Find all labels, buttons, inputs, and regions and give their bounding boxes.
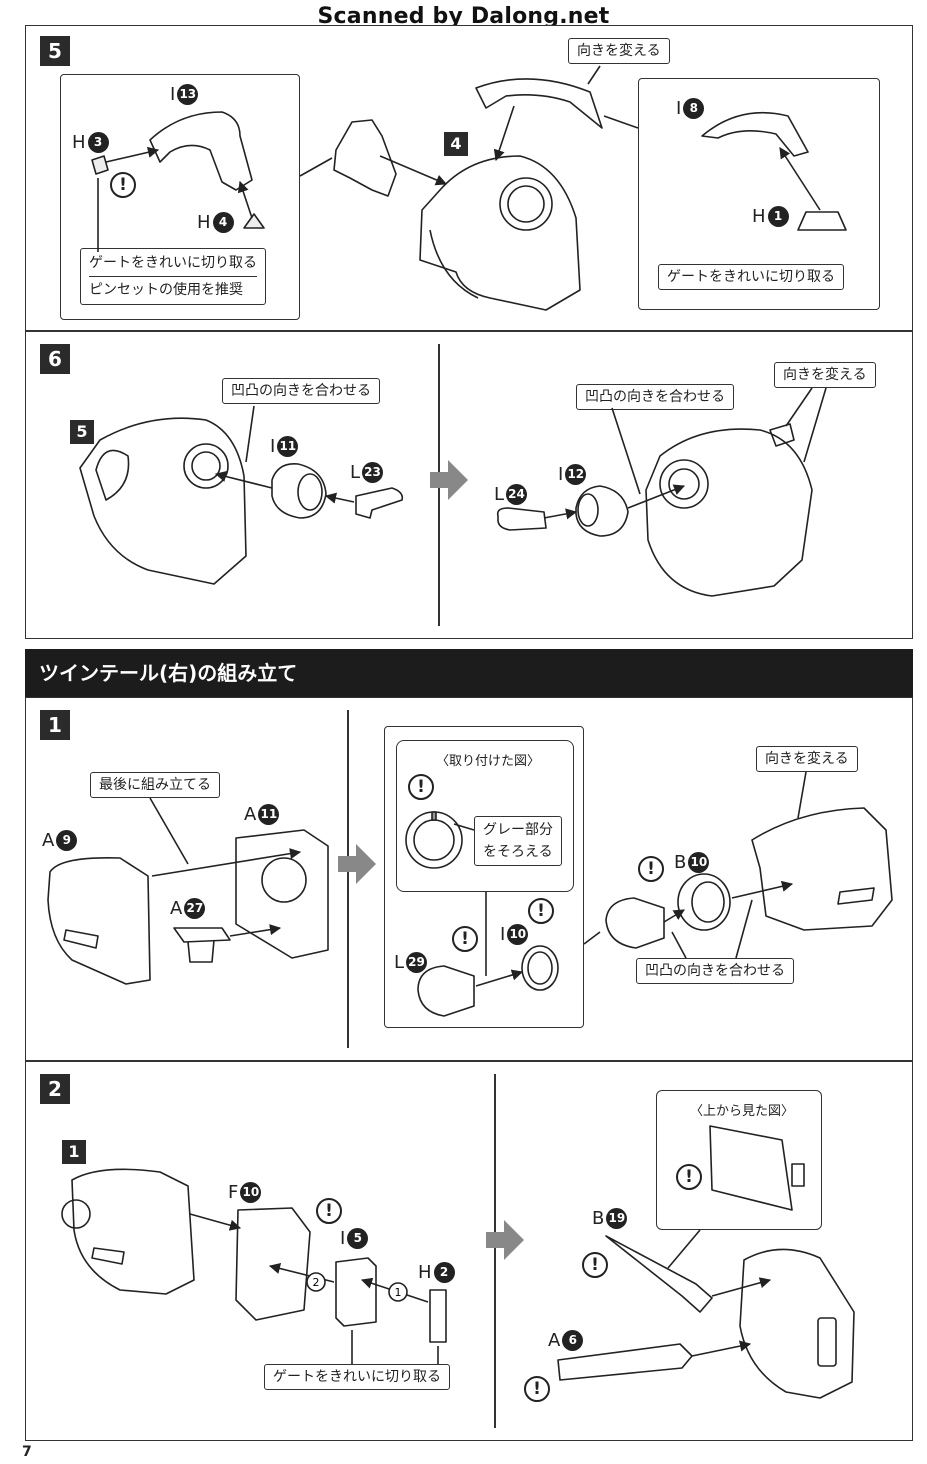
page-number: 7 bbox=[22, 1444, 32, 1460]
tw1-number: 1 bbox=[40, 710, 70, 740]
part-label-i13: I 13 bbox=[170, 84, 199, 105]
part-letter: L bbox=[494, 484, 505, 505]
part-letter: H bbox=[752, 206, 766, 227]
step5-number: 5 bbox=[40, 36, 70, 66]
caution-icon: ! bbox=[452, 926, 478, 952]
caution-icon: ! bbox=[524, 1376, 550, 1402]
step5-left-note: ゲートをきれいに切り取る ピンセットの使用を推奨 bbox=[80, 248, 266, 305]
part-letter: A bbox=[244, 804, 257, 825]
tweezers-text: ピンセットの使用を推奨 bbox=[89, 282, 243, 298]
step5-rotate-note: 向きを変える bbox=[568, 38, 670, 64]
part-number: 5 bbox=[347, 1228, 369, 1249]
tw2-number: 2 bbox=[40, 1074, 70, 1104]
part-number: 29 bbox=[406, 952, 428, 973]
tw1-align-note: 凹凸の向きを合わせる bbox=[636, 958, 794, 984]
gray-part-text: グレー部分 bbox=[483, 822, 553, 838]
align-text: をそろえる bbox=[483, 844, 553, 860]
section-banner: ツインテール(右)の組み立て bbox=[25, 649, 913, 697]
tw1-inset-title: 〈取り付けた図〉 bbox=[436, 754, 541, 769]
part-number: 19 bbox=[606, 1208, 628, 1229]
part-label-h4: H 4 bbox=[197, 212, 234, 233]
tw2-sub-ref: 1 bbox=[62, 1140, 86, 1164]
part-letter: I bbox=[170, 84, 176, 105]
part-letter: L bbox=[394, 952, 405, 973]
part-number: 23 bbox=[362, 462, 384, 483]
part-number: 4 bbox=[212, 212, 234, 233]
caution-icon: ! bbox=[582, 1252, 608, 1278]
part-number: 12 bbox=[565, 464, 587, 485]
caution-icon: ! bbox=[408, 774, 434, 800]
step6-rotate-note: 向きを変える bbox=[774, 362, 876, 388]
part-label-i10: I 10 bbox=[500, 924, 529, 945]
watermark-text: Scanned by Dalong.net bbox=[317, 4, 610, 29]
part-letter: L bbox=[350, 462, 361, 483]
part-number: 27 bbox=[184, 898, 206, 919]
part-number: 9 bbox=[56, 830, 78, 851]
step6-number: 6 bbox=[40, 344, 70, 374]
caution-icon: ! bbox=[528, 898, 554, 924]
part-letter: I bbox=[340, 1228, 346, 1249]
part-letter: A bbox=[170, 898, 183, 919]
part-letter: H bbox=[418, 1262, 432, 1283]
part-label-i12: I 12 bbox=[558, 464, 587, 485]
part-label-l23: L 23 bbox=[350, 462, 384, 483]
part-number: 11 bbox=[258, 804, 280, 825]
caution-icon: ! bbox=[676, 1164, 702, 1190]
part-letter: I bbox=[270, 436, 276, 457]
part-label-b10: B 10 bbox=[674, 852, 710, 873]
part-number: 10 bbox=[507, 924, 529, 945]
part-number: 3 bbox=[87, 132, 109, 153]
part-label-l29: L 29 bbox=[394, 952, 428, 973]
caution-icon: ! bbox=[110, 172, 136, 198]
part-label-a27: A 27 bbox=[170, 898, 206, 919]
part-label-a11: A 11 bbox=[244, 804, 280, 825]
part-letter: A bbox=[548, 1330, 561, 1351]
part-label-h2: H 2 bbox=[418, 1262, 455, 1283]
part-number: 13 bbox=[177, 84, 199, 105]
part-number: 8 bbox=[683, 98, 705, 119]
part-letter: I bbox=[558, 464, 564, 485]
step6-align-note-right: 凹凸の向きを合わせる bbox=[576, 384, 734, 410]
tw2-gate-note: ゲートをきれいに切り取る bbox=[264, 1364, 450, 1390]
step6-divider bbox=[438, 344, 440, 626]
part-label-i5: I 5 bbox=[340, 1228, 369, 1249]
tw2-divider bbox=[494, 1074, 496, 1428]
part-label-a6: A 6 bbox=[548, 1330, 584, 1351]
part-letter: I bbox=[500, 924, 506, 945]
part-number: 10 bbox=[688, 852, 710, 873]
part-label-i11: I 11 bbox=[270, 436, 299, 457]
part-letter: I bbox=[676, 98, 682, 119]
tw2-inset-title: 〈上から見た図〉 bbox=[690, 1104, 795, 1119]
part-number: 11 bbox=[277, 436, 299, 457]
part-letter: F bbox=[228, 1182, 239, 1203]
part-label-a9: A 9 bbox=[42, 830, 78, 851]
part-letter: H bbox=[72, 132, 86, 153]
part-letter: A bbox=[42, 830, 55, 851]
part-number: 1 bbox=[767, 206, 789, 227]
step5-sub-ref: 4 bbox=[444, 132, 468, 156]
step6-align-note-left: 凹凸の向きを合わせる bbox=[222, 378, 380, 404]
part-number: 10 bbox=[240, 1182, 262, 1203]
part-label-i8: I 8 bbox=[676, 98, 705, 119]
part-label-b19: B 19 bbox=[592, 1208, 628, 1229]
part-label-f10: F 10 bbox=[228, 1182, 262, 1203]
part-number: 2 bbox=[433, 1262, 455, 1283]
part-letter: B bbox=[592, 1208, 605, 1229]
tw1-divider bbox=[347, 710, 349, 1048]
tw1-last-note: 最後に組み立てる bbox=[90, 772, 220, 798]
gate-cut-text: ゲートをきれいに切り取る bbox=[89, 253, 257, 277]
part-letter: H bbox=[197, 212, 211, 233]
part-label-h3: H 3 bbox=[72, 132, 109, 153]
step5-right-note: ゲートをきれいに切り取る bbox=[658, 264, 844, 290]
part-label-h1: H 1 bbox=[752, 206, 789, 227]
part-number: 6 bbox=[562, 1330, 584, 1351]
part-number: 24 bbox=[506, 484, 528, 505]
part-label-l24: L 24 bbox=[494, 484, 528, 505]
caution-icon: ! bbox=[638, 856, 664, 882]
tw1-rotate-note: 向きを変える bbox=[756, 746, 858, 772]
part-letter: B bbox=[674, 852, 687, 873]
caution-icon: ! bbox=[316, 1198, 342, 1224]
step6-sub-ref: 5 bbox=[70, 420, 94, 444]
tw1-gray-note: グレー部分 をそろえる bbox=[474, 816, 562, 866]
